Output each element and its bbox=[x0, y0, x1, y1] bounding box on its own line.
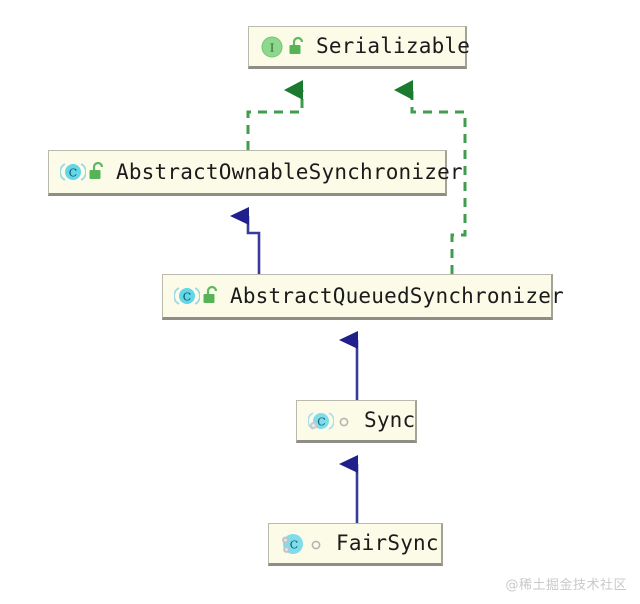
abstract-inner-class-c-gear-icon: C bbox=[308, 409, 334, 433]
svg-text:C: C bbox=[290, 538, 298, 551]
green-unlocked-padlock-icon bbox=[287, 36, 307, 58]
uml-node-label: AbstractOwnableSynchronizer bbox=[116, 159, 463, 184]
edge-aqs-extends-aos bbox=[230, 207, 261, 274]
svg-text:C: C bbox=[317, 415, 325, 428]
uml-node-label: AbstractQueuedSynchronizer bbox=[230, 283, 564, 308]
uml-node-serializable[interactable]: I Serializable bbox=[248, 26, 471, 69]
abstract-class-c-icon: C bbox=[174, 284, 200, 308]
svg-text:I: I bbox=[270, 41, 274, 54]
gray-circle-icon bbox=[335, 410, 355, 432]
interface-i-icon: I bbox=[260, 35, 284, 59]
uml-node-abstract-queued-synchronizer[interactable]: C AbstractQueuedSynchronizer bbox=[162, 274, 564, 320]
uml-node-sync[interactable]: C Sync bbox=[296, 400, 417, 443]
uml-node-label: FairSync bbox=[336, 531, 439, 555]
green-unlocked-padlock-icon bbox=[87, 161, 107, 183]
uml-node-abstract-ownable-synchronizer[interactable]: C AbstractOwnableSynchronizer bbox=[48, 150, 463, 196]
edge-aos-implements-serializable bbox=[246, 80, 304, 150]
edge-aqs-implements-serializable bbox=[394, 80, 467, 274]
inner-class-c-gear-icon: C bbox=[280, 532, 304, 556]
uml-node-label: Serializable bbox=[316, 34, 471, 58]
abstract-class-c-icon: C bbox=[60, 160, 86, 184]
uml-node-fairsync[interactable]: C FairSync bbox=[268, 523, 443, 566]
svg-text:C: C bbox=[69, 167, 77, 180]
svg-text:C: C bbox=[183, 291, 191, 304]
green-unlocked-padlock-icon bbox=[201, 285, 221, 307]
gray-circle-icon bbox=[307, 533, 327, 555]
watermark-text: @稀土掘金技术社区 bbox=[505, 578, 627, 593]
uml-node-label: Sync bbox=[364, 408, 416, 432]
